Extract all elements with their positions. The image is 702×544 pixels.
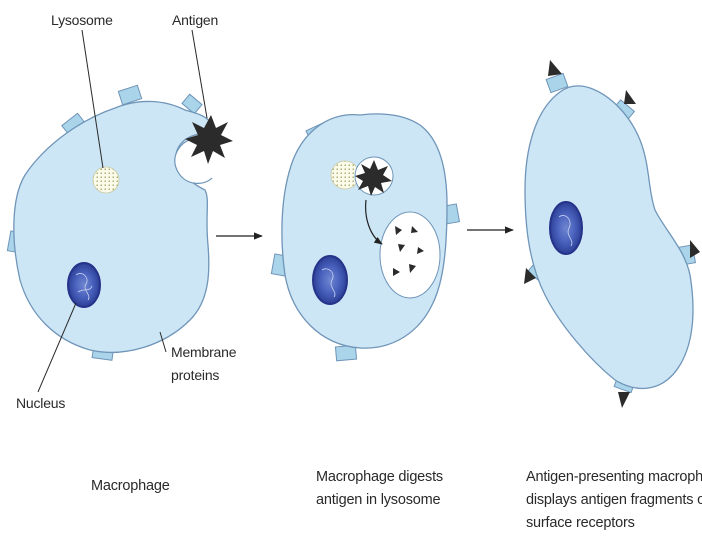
caption-stage-2-line1: Macrophage digests — [316, 467, 443, 488]
macrophage-cell-3 — [524, 60, 700, 408]
nucleus — [313, 256, 347, 304]
nucleus-label: Nucleus — [16, 394, 65, 412]
caption-stage-3-line2: displays antigen fragments on — [526, 490, 702, 511]
nucleus — [550, 202, 582, 254]
lysosome-label: Lysosome — [51, 11, 113, 29]
caption-stage-3-line3: surface receptors — [526, 513, 635, 534]
macrophage-cell-2 — [271, 114, 459, 361]
caption-stage-2-line2: antigen in lysosome — [316, 490, 440, 511]
caption-stage-3-line1: Antigen-presenting macrophage — [526, 467, 702, 488]
receptor-with-antigen — [546, 60, 568, 93]
lysosome-digesting — [380, 212, 440, 298]
membrane-proteins-label-line1: Membrane — [171, 343, 236, 361]
membrane-proteins-label-line2: proteins — [171, 366, 219, 384]
macrophage-cell-1 — [7, 85, 233, 360]
antigen-label: Antigen — [172, 11, 218, 29]
lysosome — [93, 167, 119, 193]
caption-stage-1: Macrophage — [91, 476, 170, 497]
cell-body — [14, 101, 211, 352]
nucleus — [68, 263, 100, 307]
